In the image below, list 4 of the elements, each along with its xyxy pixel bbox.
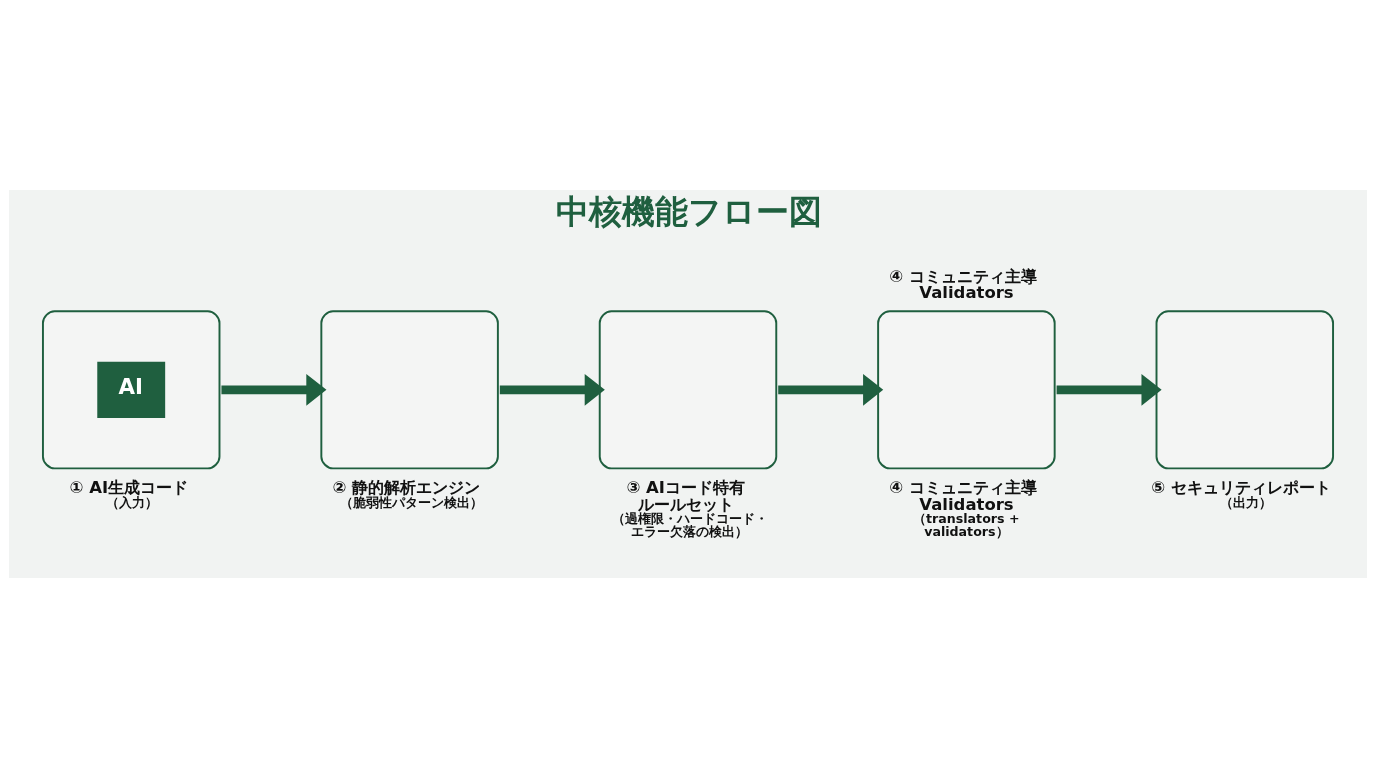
node-label: ④ コミュニティ主導 Validators <box>889 478 1037 514</box>
diagram-title: 中核機能フロー図 <box>556 192 823 232</box>
node-label: ④ コミュニティ主導 Validators <box>889 266 1037 303</box>
node-label: （translators + validators） <box>913 511 1020 539</box>
